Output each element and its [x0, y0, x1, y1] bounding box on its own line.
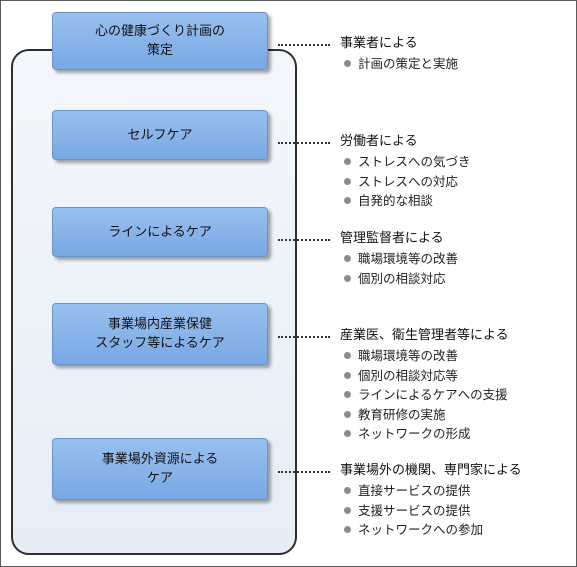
list-item: 教育研修の実施 [340, 405, 509, 425]
connector-line-care [278, 239, 330, 241]
group-planning: 事業者による 計画の策定と実施 [340, 34, 458, 74]
box-planning: 心の健康づくり計画の 策定 [52, 12, 268, 70]
list-item: ネットワークへの参加 [340, 520, 522, 540]
group-self-care-title: 労働者による [340, 134, 418, 149]
box-external-care-line-2: ケア [146, 471, 173, 486]
box-staff-care-line-2: スタッフ等によるケア [95, 336, 225, 351]
box-line-care: ラインによるケア [52, 207, 268, 257]
group-external-care: 事業場外の機関、専門家による 直接サービスの提供 支援サービスの提供 ネットワー… [340, 461, 522, 540]
group-line-care-title: 管理監督者による [340, 231, 444, 246]
box-planning-line-2: 策定 [146, 43, 173, 58]
box-line-care-line-1: ラインによるケア [108, 224, 212, 240]
box-staff-care-line-1: 事業場内産業保健 [107, 317, 212, 332]
group-planning-title: 事業者による [340, 36, 418, 51]
group-staff-care-title: 産業医、衛生管理者等による [340, 328, 509, 343]
list-item: 職場環境等の改善 [340, 249, 458, 269]
connector-planning [278, 44, 330, 46]
list-item: ストレスへの気づき [340, 152, 471, 172]
connector-external-care [278, 471, 330, 473]
group-external-care-title: 事業場外の機関、専門家による [340, 463, 522, 478]
list-item: 計画の策定と実施 [340, 54, 458, 74]
box-self-care-line-1: セルフケア [127, 127, 193, 143]
box-staff-care: 事業場内産業保健 スタッフ等によるケア [52, 303, 268, 365]
connector-self-care [278, 142, 330, 144]
box-planning-line-1: 心の健康づくり計画の [94, 24, 225, 39]
list-item: 職場環境等の改善 [340, 346, 509, 366]
list-item: 個別の相談対応等 [340, 366, 509, 386]
list-item: 支援サービスの提供 [340, 501, 522, 521]
list-item: ネットワークの形成 [340, 424, 509, 444]
connector-staff-care [278, 336, 330, 338]
list-item: 直接サービスの提供 [340, 481, 522, 501]
list-item: 自発的な相談 [340, 191, 471, 211]
group-staff-care: 産業医、衛生管理者等による 職場環境等の改善 個別の相談対応等 ラインによるケア… [340, 326, 509, 444]
group-line-care: 管理監督者による 職場環境等の改善 個別の相談対応 [340, 229, 458, 288]
list-item: ラインによるケアへの支援 [340, 385, 509, 405]
box-external-care-line-1: 事業場外資源による [101, 452, 219, 467]
box-external-care: 事業場外資源による ケア [52, 438, 268, 500]
group-self-care: 労働者による ストレスへの気づき ストレスへの対応 自発的な相談 [340, 132, 471, 211]
box-self-care: セルフケア [52, 110, 268, 160]
list-item: 個別の相談対応 [340, 269, 458, 289]
list-item: ストレスへの対応 [340, 172, 471, 192]
